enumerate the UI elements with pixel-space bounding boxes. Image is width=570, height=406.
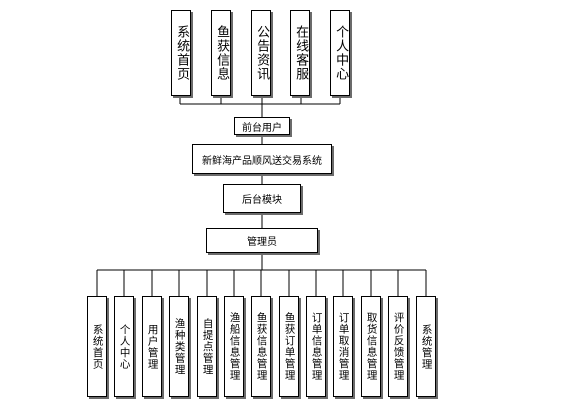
bottom-node-home: 系统首页 <box>87 296 107 397</box>
node-label: 新鲜海产品顺风送交易系统 <box>202 155 322 167</box>
node-label: 在线客服 <box>293 25 309 81</box>
frontend-user-node: 前台用户 <box>234 117 290 135</box>
top-node-catch-info: 鱼获信息 <box>211 10 231 96</box>
admin-node: 管理员 <box>206 228 318 253</box>
node-label: 系统首页 <box>91 323 104 370</box>
node-label: 订单信息管理 <box>310 312 323 381</box>
node-label: 用户管理 <box>146 323 159 370</box>
bottom-node-pickup-point-management: 自提点管理 <box>197 296 217 397</box>
bottom-node-order-cancel-management: 订单取消管理 <box>333 296 353 397</box>
bottom-node-system-management: 系统管理 <box>416 296 436 397</box>
node-label: 系统首页 <box>174 25 190 81</box>
node-label: 取货信息管理 <box>365 312 378 381</box>
node-label: 鱼获订单管理 <box>283 312 296 381</box>
bottom-node-personal-center: 个人中心 <box>114 296 134 397</box>
bottom-node-pickup-info-management: 取货信息管理 <box>361 296 381 397</box>
top-node-personal-center: 个人中心 <box>330 10 350 96</box>
top-node-announcements: 公告资讯 <box>251 10 271 96</box>
node-label: 后台模块 <box>242 195 282 206</box>
node-label: 评价反馈管理 <box>392 312 405 381</box>
backend-module-node: 后台模块 <box>223 184 301 213</box>
node-label: 自提点管理 <box>201 317 214 376</box>
bottom-node-fish-type-management: 渔种类管理 <box>169 296 189 397</box>
bottom-node-order-info-management: 订单信息管理 <box>306 296 326 397</box>
top-node-home: 系统首页 <box>171 10 191 96</box>
node-label: 个人中心 <box>118 323 131 370</box>
bottom-node-user-management: 用户管理 <box>142 296 162 397</box>
bottom-node-fishing-boat-management: 渔船信息管理 <box>224 296 244 397</box>
bottom-node-feedback-management: 评价反馈管理 <box>388 296 408 397</box>
top-node-online-service: 在线客服 <box>290 10 310 96</box>
bottom-node-catch-order-management: 鱼获订单管理 <box>279 296 299 397</box>
node-label: 鱼获信息 <box>214 25 230 81</box>
node-label: 订单取消管理 <box>337 312 350 381</box>
node-label: 渔种类管理 <box>173 317 186 376</box>
node-label: 管理员 <box>247 237 277 248</box>
bottom-node-catch-info-management: 鱼获信息管理 <box>251 296 271 397</box>
node-label: 鱼获信息管理 <box>255 312 268 381</box>
system-name-node: 新鲜海产品顺风送交易系统 <box>192 144 332 174</box>
node-label: 系统管理 <box>420 323 433 370</box>
node-label: 前台用户 <box>242 122 282 134</box>
node-label: 个人中心 <box>333 25 349 81</box>
node-label: 公告资讯 <box>254 25 270 81</box>
node-label: 渔船信息管理 <box>228 312 241 381</box>
